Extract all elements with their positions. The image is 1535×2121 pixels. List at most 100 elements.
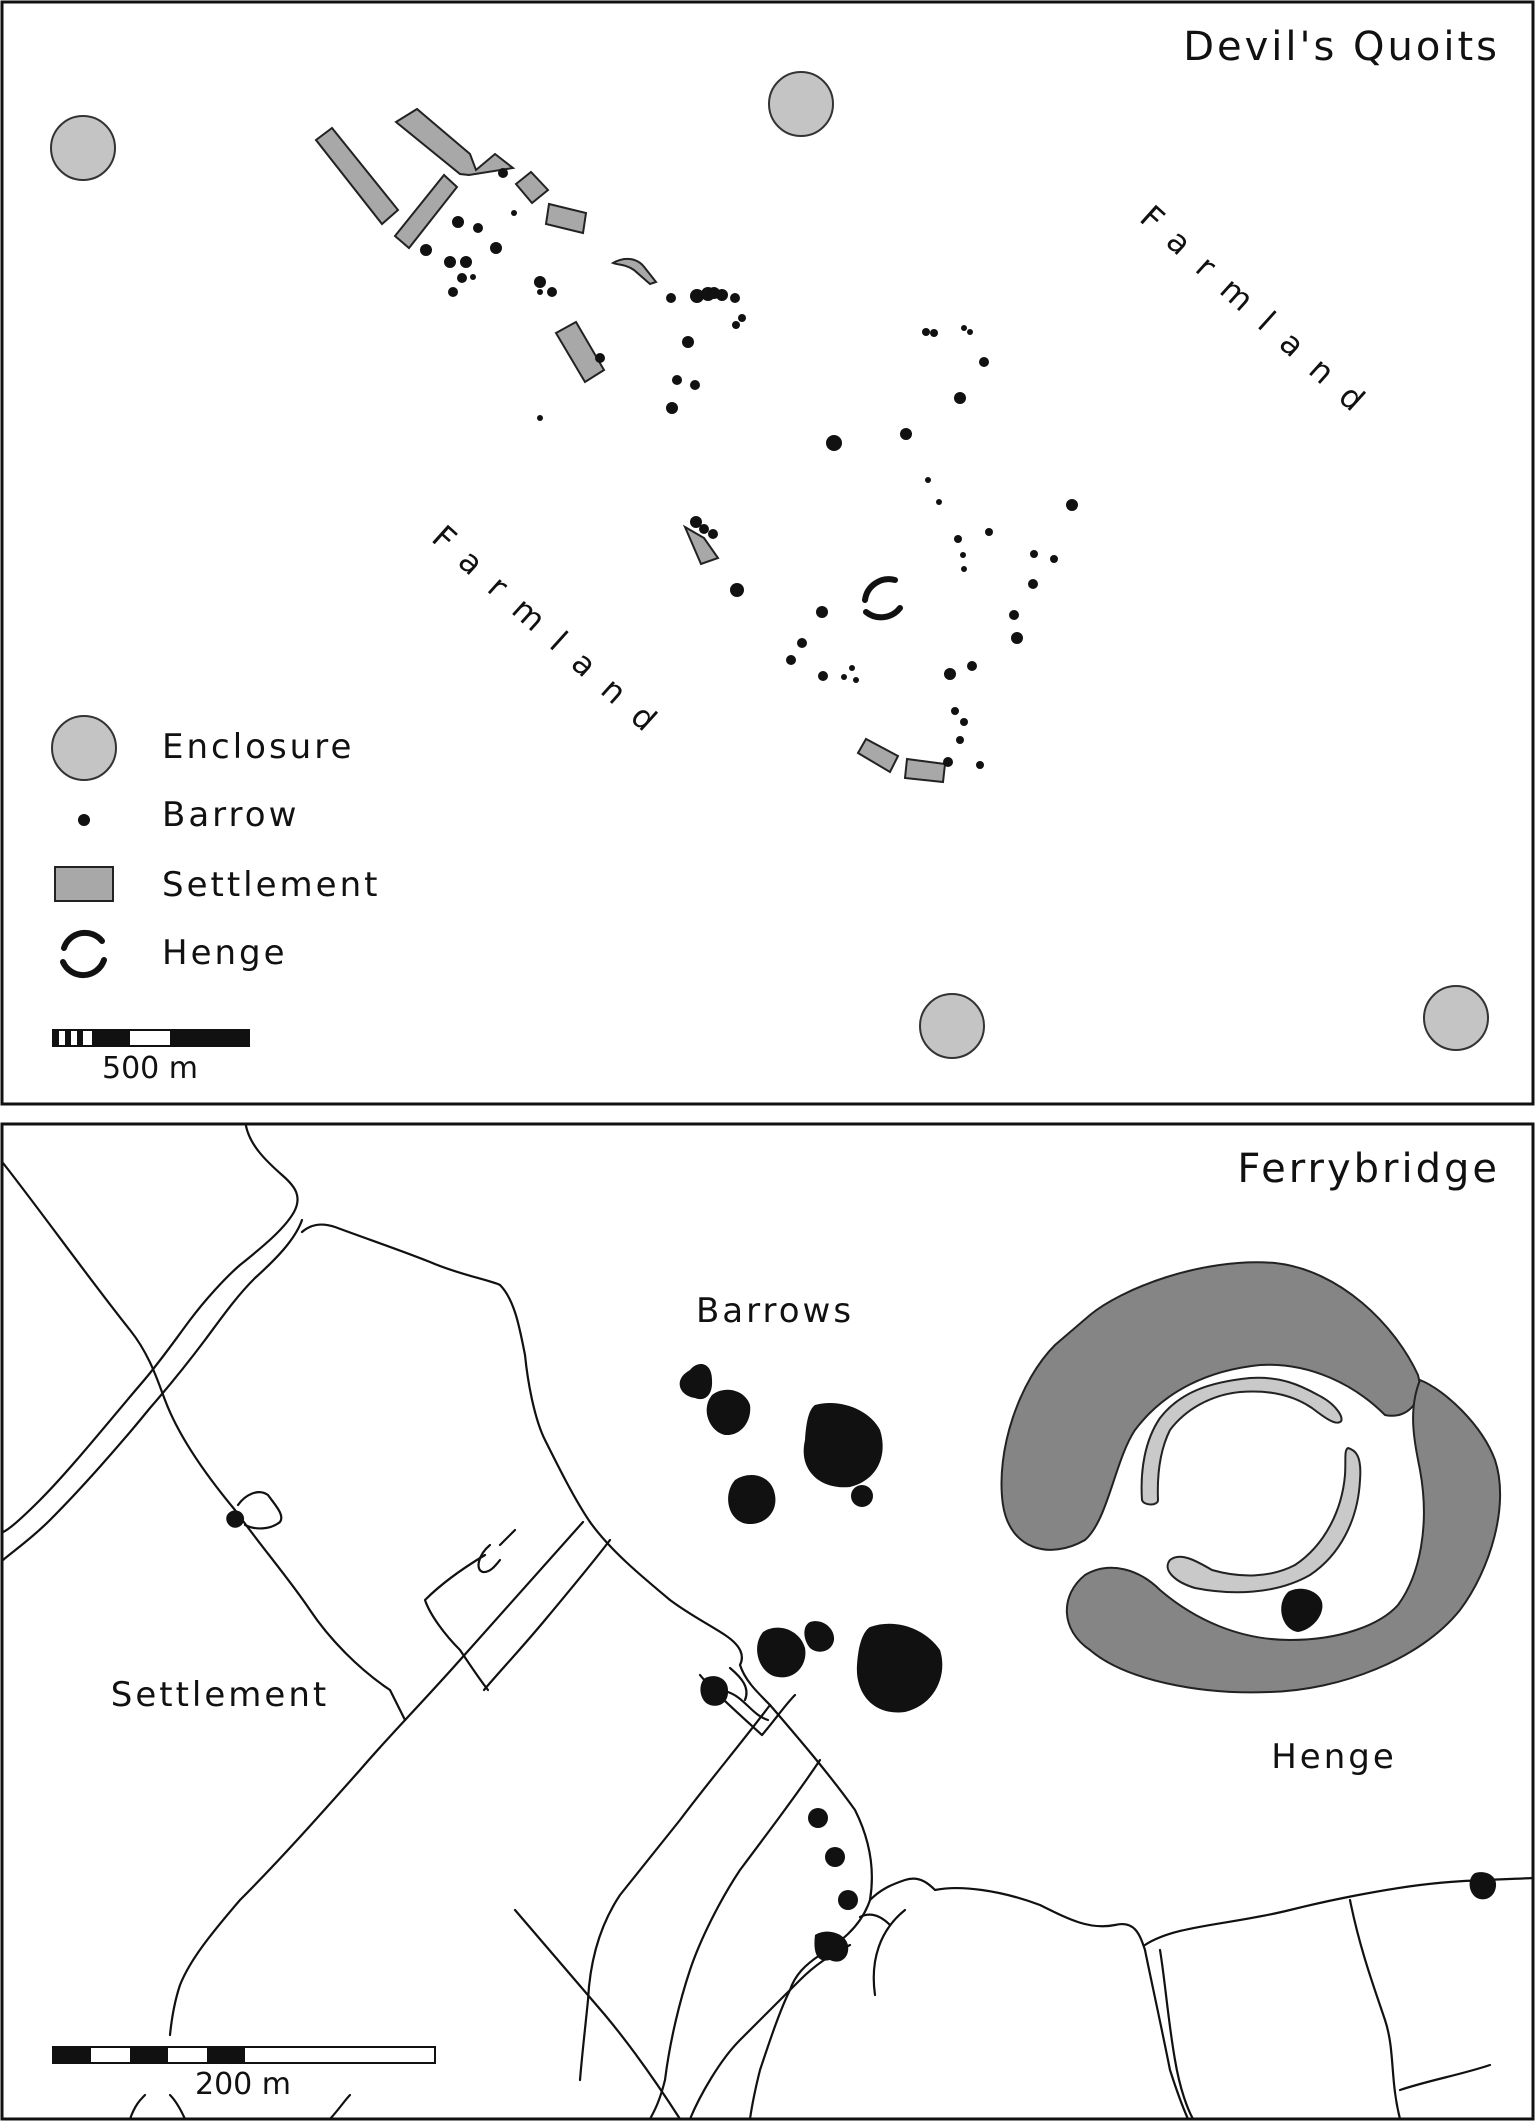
barrow-dot	[537, 289, 543, 295]
barrow-dot	[853, 677, 859, 683]
barrow-mound	[838, 1890, 858, 1910]
scale-label-top: 500 m	[102, 1051, 198, 1086]
barrow-dot	[666, 293, 676, 303]
barrow-dot	[708, 287, 720, 299]
barrow-mound	[1281, 1588, 1323, 1632]
barrow-dot	[534, 277, 544, 287]
barrow-dot	[732, 321, 740, 329]
settlement-label: Settlement	[111, 1675, 329, 1715]
barrow-dot	[951, 707, 959, 715]
barrow-dot	[537, 415, 543, 421]
barrow-dot	[797, 638, 807, 648]
henge-inner-ditch	[1166, 1446, 1362, 1594]
settlement-block	[554, 320, 606, 384]
barrow-dot	[730, 293, 740, 303]
barrow-mound	[851, 1485, 873, 1507]
panel-frame-top	[0, 0, 1535, 1106]
barrow-dots	[420, 168, 1078, 769]
barrow-dot	[448, 287, 458, 297]
henge-outer-ditch	[1000, 1261, 1421, 1551]
barrow-dot	[730, 583, 744, 597]
barrow-dot	[452, 216, 464, 228]
barrow-dot	[960, 552, 966, 558]
settlements	[314, 107, 947, 784]
barrow-mound	[808, 1808, 828, 1828]
barrow-dot	[690, 289, 704, 303]
barrow-mound	[679, 1364, 713, 1400]
enclosure-circle	[1423, 985, 1489, 1051]
barrow-dot	[960, 718, 968, 726]
barrow-mound	[757, 1627, 806, 1678]
map-title-devils-quoits: Devil's Quoits	[1183, 24, 1500, 70]
barrow-dot	[954, 392, 966, 404]
barrow-mound	[1469, 1872, 1497, 1900]
legend-settlement-icon	[54, 866, 114, 902]
barrow-dot	[444, 256, 456, 268]
barrow-dot	[1066, 499, 1078, 511]
barrow-dot	[1009, 610, 1019, 620]
enclosure-circle	[768, 71, 834, 137]
barrow-dot	[420, 244, 432, 256]
devils-quoits-map: Devil's Quoits Farm	[0, 0, 1535, 1106]
legend-barrow-label: Barrow	[162, 795, 299, 835]
barrow-dot	[490, 242, 502, 254]
barrow-dot	[816, 606, 828, 618]
barrow-dot	[1030, 550, 1038, 558]
settlement-block	[314, 126, 400, 226]
henge-label: Henge	[1271, 1737, 1397, 1777]
legend-settlement-label: Settlement	[162, 865, 380, 905]
barrow-dot	[967, 329, 973, 335]
barrow-dot	[956, 736, 964, 744]
barrow-mound	[728, 1475, 776, 1525]
settlement-block	[544, 202, 588, 235]
legend-henge-label: Henge	[162, 933, 288, 973]
barrow-dot	[470, 274, 476, 280]
henge-symbol	[862, 576, 903, 621]
barrow-mound	[856, 1623, 943, 1713]
legend-barrow-icon	[78, 814, 90, 826]
barrow-dot	[930, 329, 938, 337]
barrow-dot	[961, 566, 967, 572]
henge-inner-ditch	[1140, 1376, 1343, 1506]
ferrybridge-barrows	[226, 1364, 1497, 1962]
barrow-mound	[825, 1847, 845, 1867]
settlement-block	[682, 524, 720, 566]
settlement-block	[856, 737, 900, 774]
barrow-dot	[985, 528, 993, 536]
henge-outer-ditch	[1065, 1378, 1502, 1694]
barrow-dot	[595, 353, 605, 363]
barrow-dot	[708, 529, 718, 539]
settlement-block	[610, 257, 658, 286]
enclosures	[50, 71, 1489, 1059]
enclosure-circle	[919, 993, 985, 1059]
barrow-dot	[672, 375, 682, 385]
enclosure-circle	[50, 115, 116, 181]
barrow-dot	[1050, 555, 1058, 563]
barrow-dot	[944, 668, 956, 680]
map-legend: Enclosure Barrow Settlement Henge	[51, 715, 380, 979]
barrow-dot	[460, 256, 472, 268]
barrow-dot	[976, 761, 984, 769]
barrow-mound	[700, 1676, 729, 1706]
barrow-dot	[922, 328, 930, 336]
barrow-dot	[826, 435, 842, 451]
barrow-dot	[967, 661, 977, 671]
barrow-dot	[925, 477, 931, 483]
barrow-mound	[803, 1402, 883, 1488]
barrow-dot	[690, 380, 700, 390]
barrow-dot	[1028, 579, 1038, 589]
scale-bar-top: 500 m	[52, 1029, 250, 1086]
ferrybridge-map: Ferrybridge	[0, 1122, 1535, 2121]
barrow-dot	[1011, 632, 1023, 644]
settlement-block	[514, 170, 550, 205]
barrow-dot	[849, 665, 855, 671]
barrow-dot	[841, 674, 847, 680]
barrow-dot	[936, 499, 942, 505]
barrow-dot	[511, 210, 517, 216]
barrows-label: Barrows	[696, 1291, 854, 1331]
barrow-mound	[814, 1931, 849, 1962]
barrow-dot	[786, 655, 796, 665]
barrow-dot	[954, 535, 962, 543]
barrow-mound	[226, 1510, 245, 1528]
barrow-dot	[943, 757, 953, 767]
